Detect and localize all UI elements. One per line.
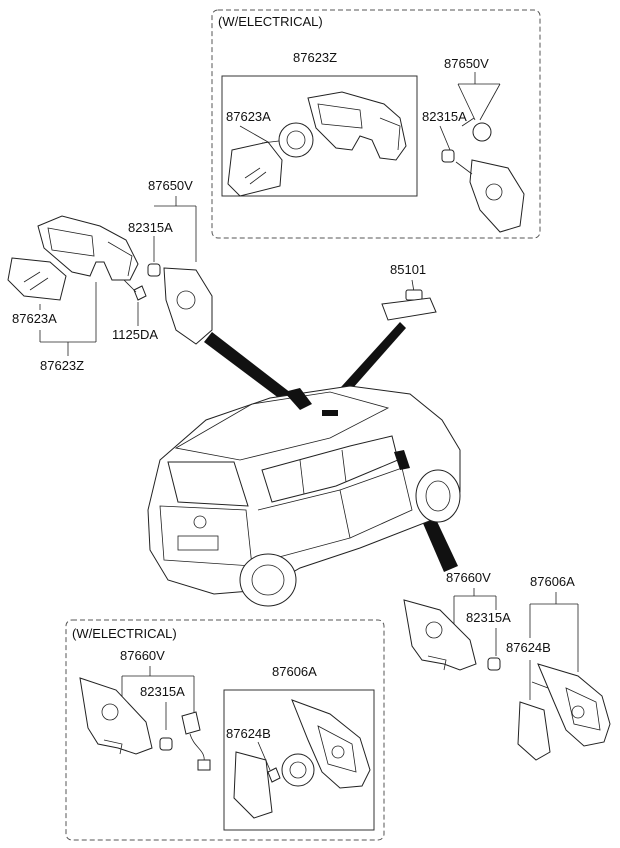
label-top-87623z[interactable]: 87623Z	[293, 50, 337, 65]
top-electrical-group: (W/ELECTRICAL) 87623Z 87650V 87623A 8231…	[211, 9, 541, 239]
room-mirror-mount	[405, 289, 423, 301]
top-mirror-base	[469, 159, 525, 233]
bottom-mirror-base	[79, 677, 153, 755]
label-left-87623z[interactable]: 87623Z	[40, 358, 84, 373]
pointer-left-mirror	[204, 332, 300, 408]
bottom-electrical-group: (W/ELECTRICAL) 87660V 82315A 87606A 8762…	[65, 619, 385, 841]
bottom-mirror-housing	[291, 699, 371, 789]
bottom-mirror-glass	[233, 751, 273, 819]
bottom-screw	[267, 767, 281, 783]
bottom-87606a-box	[223, 689, 375, 831]
bottom-connector	[181, 711, 201, 735]
room-mirror-group: 85101	[381, 262, 437, 321]
left-mirror-base	[163, 267, 213, 345]
label-left-87623a[interactable]: 87623A	[12, 311, 57, 326]
bottom-electrical-frame	[65, 619, 385, 841]
bottom-actuator	[281, 753, 315, 787]
left-screw	[133, 285, 147, 301]
label-bottom-87660v[interactable]: 87660V	[120, 648, 165, 663]
label-left-82315a[interactable]: 82315A	[128, 220, 173, 235]
car-rear-wheel	[239, 553, 297, 607]
label-right-87660v[interactable]: 87660V	[446, 570, 491, 585]
car-illustration	[147, 385, 461, 607]
label-top-87623a[interactable]: 87623A	[226, 109, 271, 124]
label-top-87650v[interactable]: 87650V	[444, 56, 489, 71]
top-mirror-housing	[307, 91, 407, 161]
top-mirror-glass	[227, 141, 283, 197]
left-clip	[147, 263, 161, 277]
label-right-87606a[interactable]: 87606A	[530, 574, 575, 589]
right-clip	[487, 657, 501, 671]
bottom-clip	[159, 737, 173, 751]
top-actuator	[278, 122, 314, 158]
car-front-wheel	[415, 469, 461, 523]
right-mirror-housing	[537, 663, 611, 747]
label-left-87650v[interactable]: 87650V	[148, 178, 193, 193]
left-mirror-glass	[7, 257, 67, 301]
right-mirror-glass	[517, 701, 551, 761]
right-mirror-group: 87660V 82315A 87606A 87624B	[403, 570, 611, 761]
car-rear-window	[167, 461, 249, 507]
label-bottom-82315a[interactable]: 82315A	[140, 684, 185, 699]
label-top-82315a[interactable]: 82315A	[422, 109, 467, 124]
left-mirror-group: 87650V 82315A 87623A 1125DA 87623Z	[7, 178, 213, 373]
bottom-electrical-title: (W/ELECTRICAL)	[72, 626, 177, 641]
top-motor	[472, 122, 492, 142]
top-clip	[441, 149, 455, 163]
label-bottom-87624b[interactable]: 87624B	[226, 726, 271, 741]
label-right-82315a[interactable]: 82315A	[466, 610, 511, 625]
label-left-1125da[interactable]: 1125DA	[112, 327, 158, 342]
top-electrical-title: (W/ELECTRICAL)	[218, 14, 323, 29]
label-center-85101[interactable]: 85101	[390, 262, 426, 277]
label-right-87624b[interactable]: 87624B	[506, 640, 551, 655]
label-bottom-87606a[interactable]: 87606A	[272, 664, 317, 679]
left-mirror-housing	[37, 215, 139, 281]
top-electrical-frame	[211, 9, 541, 239]
top-87623z-box	[221, 75, 418, 197]
room-mirror	[381, 297, 437, 321]
